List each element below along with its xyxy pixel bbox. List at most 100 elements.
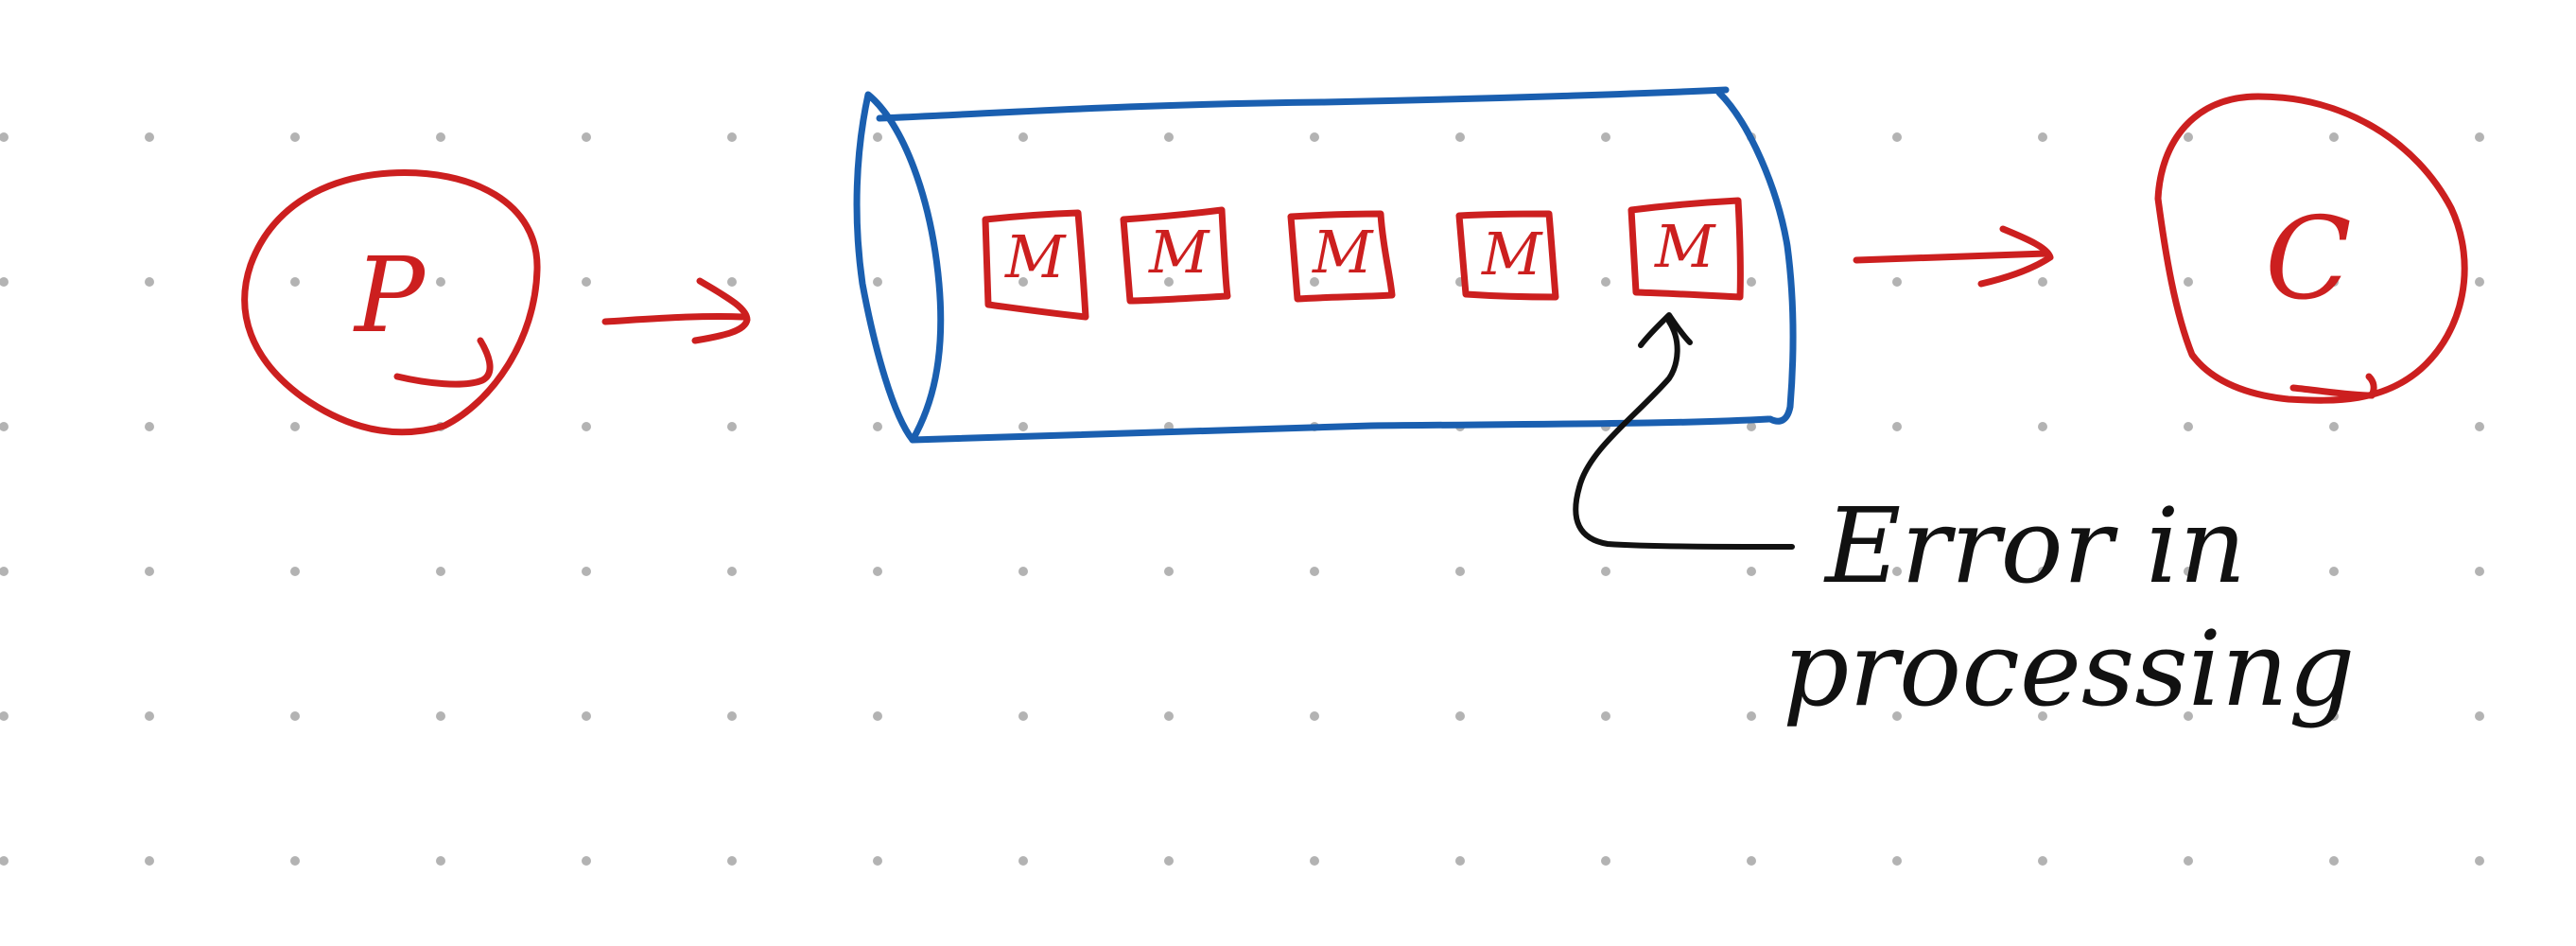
grid-dot (1747, 277, 1756, 287)
message-box: M (1455, 210, 1559, 301)
grid-dot (436, 567, 445, 576)
arrow-shaft (601, 312, 746, 325)
grid-dot (2038, 711, 2047, 721)
message-box-outline (1455, 210, 1559, 301)
grid-dot (2475, 132, 2484, 142)
grid-dot (1892, 711, 1902, 721)
grid-dot (2329, 277, 2339, 287)
grid-dot (290, 856, 300, 866)
annotation-pointer-line (1573, 319, 1795, 550)
arrow-head (1977, 225, 2054, 288)
grid-dot (1310, 277, 1319, 287)
grid-dot (2184, 422, 2193, 431)
grid-dot (1018, 711, 1028, 721)
grid-dot (1892, 856, 1902, 866)
grid-dot (0, 277, 9, 287)
queue-left-ellipse (853, 91, 945, 444)
grid-dot (2184, 277, 2193, 287)
message-box: M (1287, 210, 1396, 303)
message-box: M (982, 209, 1089, 321)
message-box: M (1627, 197, 1744, 301)
grid-dot (1455, 711, 1465, 721)
annotation-arrow-head (1638, 312, 1693, 348)
grid-dot (1892, 567, 1902, 576)
grid-dot (2184, 567, 2193, 576)
queue-right-edge (1715, 89, 1797, 425)
arrow-producer-to-queue (601, 277, 751, 344)
message-box: M (1120, 206, 1231, 305)
producer-node: P (241, 169, 541, 436)
grid-dot (727, 711, 737, 721)
arrow-head (691, 277, 751, 344)
grid-dot (1601, 132, 1610, 142)
grid-dot (0, 132, 9, 142)
grid-dot (1164, 711, 1174, 721)
grid-dot (873, 856, 882, 866)
grid-dot (290, 132, 300, 142)
grid-dot (1892, 422, 1902, 431)
grid-dot (873, 711, 882, 721)
grid-dot (145, 277, 154, 287)
error-annotation: Error in processing (1573, 312, 2355, 729)
grid-dot (582, 277, 591, 287)
grid-dot (1310, 711, 1319, 721)
grid-dot (0, 422, 9, 431)
consumer-label: C (2265, 194, 2352, 325)
grid-dot (1601, 856, 1610, 866)
grid-dot (2329, 567, 2339, 576)
grid-dot (2329, 422, 2339, 431)
grid-dot (2038, 567, 2047, 576)
grid-dot (582, 856, 591, 866)
grid-dot (1310, 567, 1319, 576)
grid-dot (1892, 277, 1902, 287)
grid-dot (0, 856, 9, 866)
grid-dot (2038, 277, 2047, 287)
grid-dot (2184, 856, 2193, 866)
grid-dot (290, 422, 300, 431)
grid-dot (727, 132, 737, 142)
message-label: M (1148, 218, 1210, 287)
message-label: M (1481, 219, 1543, 289)
grid-dot (727, 422, 737, 431)
producer-label: P (353, 235, 426, 356)
queue-bottom-edge (909, 415, 1772, 444)
grid-dot (2329, 856, 2339, 866)
grid-dot (727, 567, 737, 576)
grid-dot (2184, 132, 2193, 142)
producer-circle-tail (393, 337, 494, 388)
consumer-circle-tail (2289, 373, 2377, 399)
grid-dot (290, 711, 300, 721)
consumer-node: C (2154, 93, 2468, 404)
grid-dot (873, 567, 882, 576)
grid-dot (873, 132, 882, 142)
annotation-line-1: Error in (1823, 485, 2246, 606)
grid-dot (1601, 711, 1610, 721)
message-box-outline (1287, 210, 1396, 303)
grid-dot (2475, 422, 2484, 431)
grid-dot (290, 567, 300, 576)
grid-dot (2475, 711, 2484, 721)
grid-dot (436, 277, 445, 287)
grid-dot (873, 277, 882, 287)
grid-dot (1164, 567, 1174, 576)
grid-dot (582, 567, 591, 576)
message-label: M (1312, 218, 1374, 287)
grid-dot (145, 711, 154, 721)
grid-dot (1018, 277, 1028, 287)
grid-dot (2475, 856, 2484, 866)
message-box-outline (1627, 197, 1744, 301)
grid-dot (1018, 567, 1028, 576)
grid-dot (290, 277, 300, 287)
grid-dot (2475, 277, 2484, 287)
grid-dot (727, 856, 737, 866)
grid-dot (145, 856, 154, 866)
grid-dot (727, 277, 737, 287)
grid-dot (2038, 422, 2047, 431)
grid-dot (1601, 277, 1610, 287)
grid-dot (2038, 856, 2047, 866)
message-list: M M M M M (982, 197, 1744, 321)
grid-dot (1747, 711, 1756, 721)
grid-dot (1455, 132, 1465, 142)
grid-dot (436, 856, 445, 866)
message-box-outline (982, 209, 1089, 321)
